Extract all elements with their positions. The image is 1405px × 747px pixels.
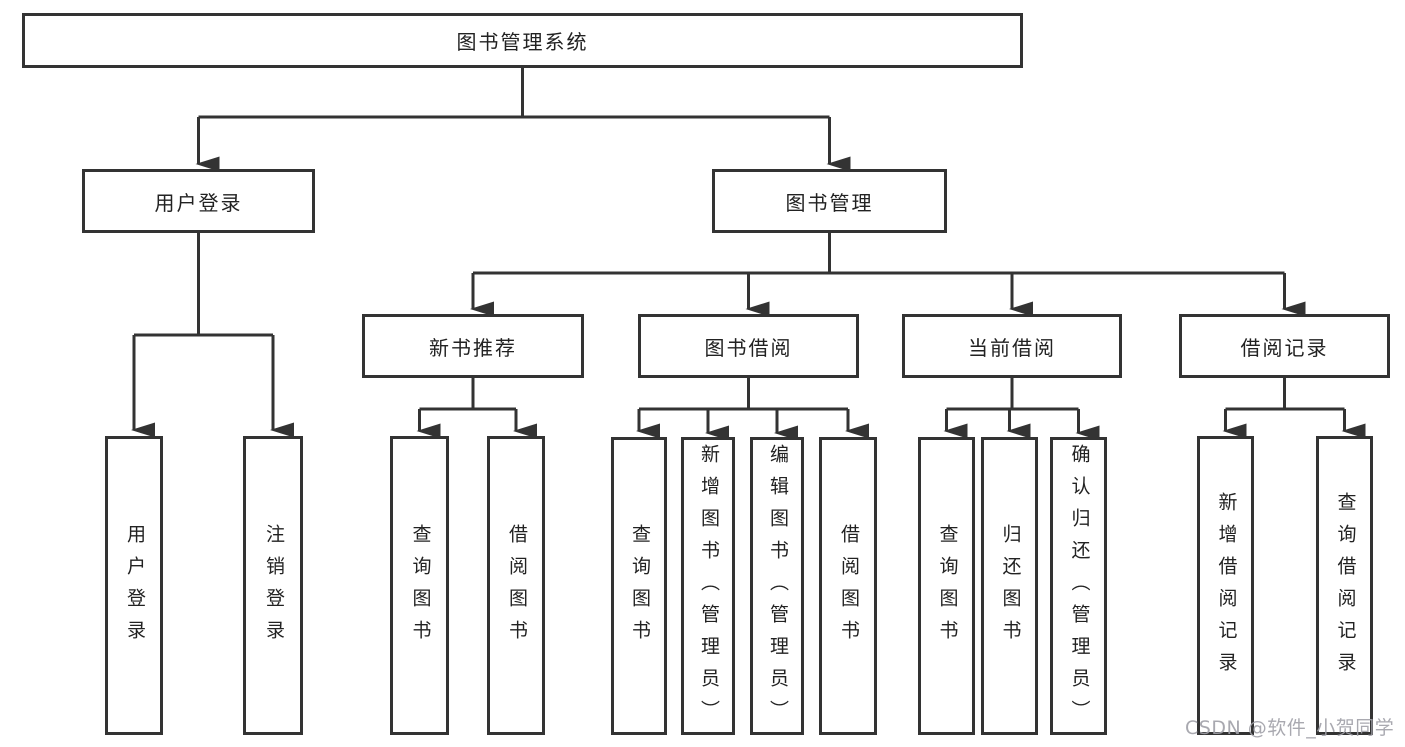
- leaf-logout: 注销登录: [243, 436, 303, 735]
- leaf-borrow-query-books: 查询图书: [611, 437, 667, 735]
- node-user-login: 用户登录: [82, 169, 315, 233]
- leaf-borrow-borrow-books: 借阅图书: [819, 437, 877, 735]
- leaf-recommend-borrow-books: 借阅图书: [487, 436, 545, 735]
- leaf-records-add-record: 新增借阅记录: [1197, 436, 1254, 735]
- node-current-borrowing: 当前借阅: [902, 314, 1122, 378]
- leaf-borrow-edit-books-admin: 编辑图书（管理员）: [750, 437, 804, 735]
- leaf-recommend-query-books: 查询图书: [390, 436, 449, 735]
- node-new-book-recommendation: 新书推荐: [362, 314, 584, 378]
- node-library-management-system: 图书管理系统: [22, 13, 1023, 68]
- node-book-management: 图书管理: [712, 169, 947, 233]
- leaf-records-query-record: 查询借阅记录: [1316, 436, 1373, 735]
- leaf-current-confirm-return-admin: 确认归还（管理员）: [1050, 437, 1107, 735]
- leaf-current-return-books: 归还图书: [981, 437, 1038, 735]
- leaf-borrow-add-books-admin: 新增图书（管理员）: [681, 437, 735, 735]
- node-borrowing-records: 借阅记录: [1179, 314, 1390, 378]
- node-book-borrowing: 图书借阅: [638, 314, 859, 378]
- watermark-csdn: CSDN @软件_小贺同学: [1185, 717, 1395, 739]
- leaf-user-login: 用户登录: [105, 436, 163, 735]
- leaf-current-query-books: 查询图书: [918, 437, 975, 735]
